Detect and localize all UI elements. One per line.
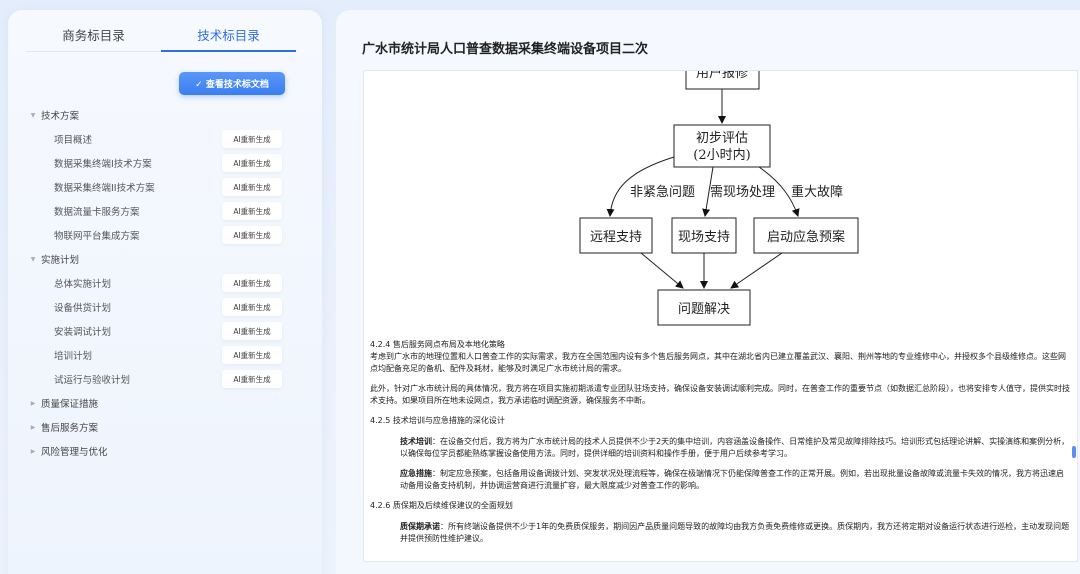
paragraph-emergency: 应急措施：制定应急预案，包括备用设备调拨计划、突发状况处理流程等，确保在极端情况… [370,468,1070,492]
label-emergency: 应急措施 [400,469,432,478]
flow-node-eval: 初步评估 [696,131,748,146]
ai-regenerate-button[interactable]: AI重新生成 [222,202,282,220]
item-label: 项目概述 [54,135,93,146]
emergency-text: ：制定应急预案，包括备用设备调拨计划、突发状况处理流程等，确保在极端情况下仍能保… [400,469,1064,490]
label-warranty: 质保期承诺 [400,522,440,531]
item-label: 数据采集终端II技术方案 [54,183,155,194]
item-label: 培训计划 [54,351,93,362]
view-technical-doc-button[interactable]: ✓ 查看技术标文档 [179,72,285,95]
tree-group-quality-assurance[interactable]: ▶ 质量保证措施 [28,391,288,415]
tree-item[interactable]: 数据流量卡服务方案 AI重新生成 [28,199,288,223]
tree-item[interactable]: 设备供货计划 AI重新生成 [28,295,288,319]
section-heading-4-2-5: 4.2.5 技术培训与应急措施的深化设计 [370,416,505,425]
tree-group-implementation-plan[interactable]: ▼ 实施计划 [28,247,288,271]
item-label: 安装调试计划 [54,327,112,338]
caret-right-icon: ▶ [30,423,36,431]
group-label: 实施计划 [41,255,80,266]
tree-group-after-sales[interactable]: ▶ 售后服务方案 [28,415,288,439]
item-label: 物联网平台集成方案 [54,231,140,242]
scrollbar-thumb[interactable] [1072,446,1076,458]
tree-item[interactable]: 总体实施计划 AI重新生成 [28,271,288,295]
paragraph: 此外，针对广水市统计局的具体情况，我方将在项目实施初期派遣专业团队驻场支持，确保… [370,384,1070,405]
document-body: 4.2.4 售后服务网点布局及本地化策略 考虑到广水市的地理位置和人口普查工作的… [370,339,1070,553]
tree-item[interactable]: 试运行与验收计划 AI重新生成 [28,367,288,391]
edge-label-non-urgent: 非紧急问题 [630,185,695,200]
flow-node-eval-time: (2小时内) [693,147,750,163]
flowchart: 用户报修 初步评估 (2小时内) 非紧急问题 需现场处理 重大故障 远程支持 现… [579,71,859,326]
ai-regenerate-button[interactable]: AI重新生成 [222,298,282,316]
section-heading-4-2-6: 4.2.6 质保期及后续维保建议的全面规划 [370,501,513,510]
paragraph: 考虑到广水市的地理位置和人口普查工作的实际需求，我方在全国范围内设有多个售后服务… [370,352,1066,373]
ai-regenerate-button[interactable]: AI重新生成 [222,130,282,148]
item-label: 设备供货计划 [54,303,112,314]
item-label: 数据流量卡服务方案 [54,207,140,218]
ai-regenerate-button[interactable]: AI重新生成 [222,274,282,292]
item-label: 数据采集终端I技术方案 [54,159,152,170]
flow-node-user-report: 用户报修 [696,71,748,81]
paragraph-training: 技术培训：在设备交付后，我方将为广水市统计局的技术人员提供不少于2天的集中培训，… [370,436,1070,460]
caret-right-icon: ▶ [30,447,36,455]
group-label: 技术方案 [41,111,80,122]
flow-node-onsite: 现场支持 [678,230,730,245]
tree-item[interactable]: 项目概述 AI重新生成 [28,127,288,151]
tree-item[interactable]: 培训计划 AI重新生成 [28,343,288,367]
flow-node-emergency: 启动应急预案 [767,229,845,245]
edge-label-major: 重大故障 [791,184,843,200]
tab-technical-catalog[interactable]: 技术标目录 [161,28,296,52]
warranty-text: ：所有终端设备提供不少于1年的免费质保服务，期间因产品质量问题导致的故障均由我方… [400,522,1070,543]
item-label: 总体实施计划 [54,279,112,290]
caret-down-icon: ▼ [30,111,36,119]
tree-group-risk-management[interactable]: ▶ 风险管理与优化 [28,439,288,463]
catalog-tabs: 商务标目录 技术标目录 [26,28,296,52]
item-label: 试运行与验收计划 [54,375,131,386]
flow-node-remote: 远程支持 [590,230,642,245]
page-title: 广水市统计局人口普查数据采集终端设备项目二次 [362,42,649,57]
flow-node-resolve: 问题解决 [678,302,730,317]
tree-item[interactable]: 数据采集终端I技术方案 AI重新生成 [28,151,288,175]
document-viewer[interactable]: 用户报修 初步评估 (2小时内) 非紧急问题 需现场处理 重大故障 远程支持 现… [363,70,1078,562]
tree-group-technical-plan[interactable]: ▼ 技术方案 [28,103,288,127]
group-label: 风险管理与优化 [41,447,108,458]
group-label: 质量保证措施 [41,399,99,410]
ai-regenerate-button[interactable]: AI重新生成 [222,154,282,172]
tree-item[interactable]: 数据采集终端II技术方案 AI重新生成 [28,175,288,199]
training-text: ：在设备交付后，我方将为广水市统计局的技术人员提供不少于2天的集中培训，内容涵盖… [400,437,1070,458]
ai-regenerate-button[interactable]: AI重新生成 [222,226,282,244]
tab-business-catalog[interactable]: 商务标目录 [62,28,125,43]
caret-right-icon: ▶ [30,399,36,407]
ai-regenerate-button[interactable]: AI重新生成 [222,322,282,340]
ai-regenerate-button[interactable]: AI重新生成 [222,178,282,196]
label-training: 技术培训 [400,437,432,446]
tree-item[interactable]: 安装调试计划 AI重新生成 [28,319,288,343]
catalog-tree: ▼ 技术方案 项目概述 AI重新生成 数据采集终端I技术方案 AI重新生成 数据采集… [28,103,288,463]
ai-regenerate-button[interactable]: AI重新生成 [222,346,282,364]
section-heading-4-2-4: 4.2.4 售后服务网点布局及本地化策略 [370,340,505,349]
scrollbar-track[interactable] [1077,70,1078,562]
group-label: 售后服务方案 [41,423,99,434]
edge-label-need-onsite: 需现场处理 [710,185,775,200]
sidebar [8,10,322,574]
caret-down-icon: ▼ [30,255,36,263]
ai-regenerate-button[interactable]: AI重新生成 [222,370,282,388]
tree-item[interactable]: 物联网平台集成方案 AI重新生成 [28,223,288,247]
paragraph-warranty: 质保期承诺：所有终端设备提供不少于1年的免费质保服务，期间因产品质量问题导致的故… [370,521,1070,545]
